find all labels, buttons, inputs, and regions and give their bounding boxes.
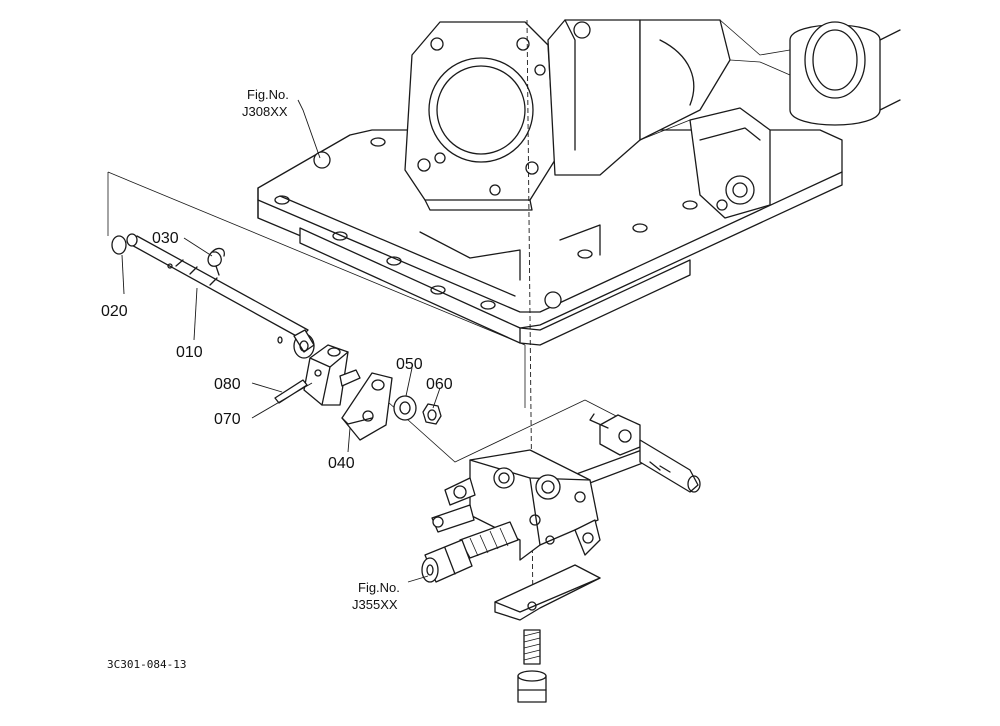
fig-ref-bottom-line1: Fig.No. <box>358 580 400 595</box>
part-labels: 020 030 010 080 070 040 050 060 <box>101 230 453 472</box>
nut-060 <box>422 403 442 425</box>
spring-pin-080 <box>274 379 308 404</box>
fig-ref-top-line1: Fig.No. <box>247 87 289 102</box>
washer-050 <box>393 395 417 421</box>
leader-lines <box>121 99 441 583</box>
shaft-010 <box>126 233 315 359</box>
label-080: 080 <box>214 376 241 393</box>
transmission-housing <box>257 19 901 613</box>
o-ring-020 <box>111 235 127 255</box>
label-010: 010 <box>176 344 203 361</box>
exploded-view-frame <box>107 171 621 463</box>
fig-ref-bottom: Fig.No. J355XX <box>352 580 400 612</box>
fig-ref-top: Fig.No. J308XX <box>242 87 289 119</box>
label-040: 040 <box>328 455 355 472</box>
snap-pin-030 <box>207 247 225 276</box>
label-030: 030 <box>152 230 179 247</box>
control-valve-assembly <box>421 413 701 703</box>
fig-ref-top-line2: J308XX <box>242 104 288 119</box>
lever-arm-070 <box>303 344 361 406</box>
label-060: 060 <box>426 376 453 393</box>
plate-040 <box>341 372 393 441</box>
fig-ref-bottom-line2: J355XX <box>352 597 398 612</box>
drawing-code: 3C301-084-13 <box>107 658 186 671</box>
label-050: 050 <box>396 356 423 373</box>
label-020: 020 <box>101 303 128 320</box>
label-070: 070 <box>214 411 241 428</box>
